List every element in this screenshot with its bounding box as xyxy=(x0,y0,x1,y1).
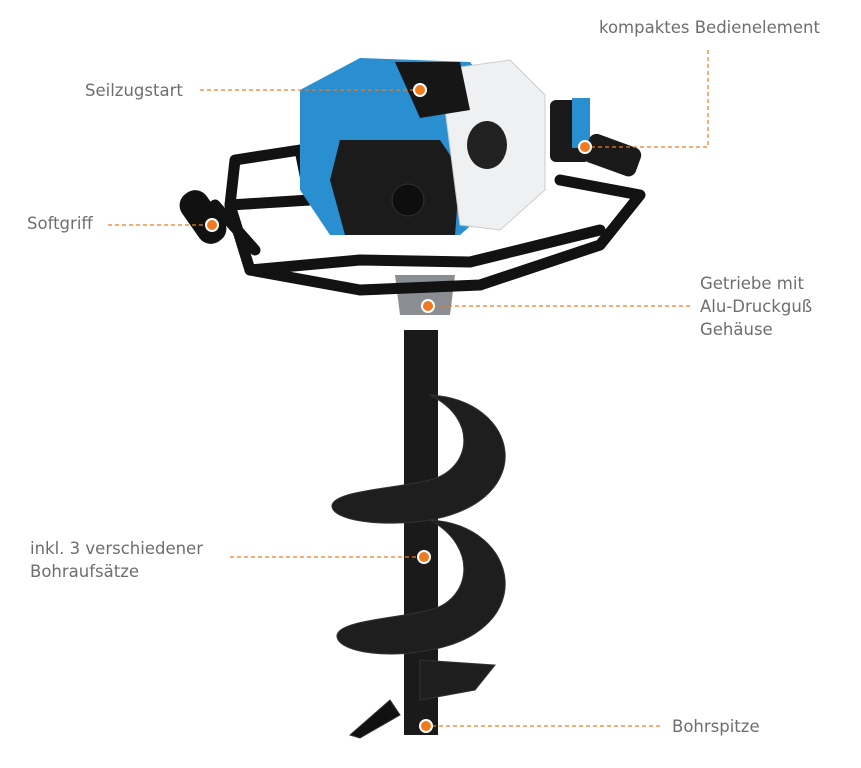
label-control: kompaktes Bedienelement xyxy=(599,16,820,39)
callout-dot-pull-start xyxy=(413,83,427,97)
label-line: Getriebe mit xyxy=(700,274,804,293)
callout-dot-drill-bits xyxy=(417,550,431,564)
label-line: Alu-Druckguß xyxy=(700,297,813,316)
label-soft-grip: Softgriff xyxy=(27,212,93,235)
callout-dot-gearbox xyxy=(421,299,435,313)
label-line: Softgriff xyxy=(27,214,93,233)
callout-dots xyxy=(205,83,592,733)
auger-flights xyxy=(331,394,506,739)
tank-cap xyxy=(467,121,507,169)
callout-dot-drill-tip xyxy=(419,719,433,733)
starter-cover xyxy=(330,140,460,235)
label-line: Bohrspitze xyxy=(672,717,760,736)
label-gearbox: Getriebe mit Alu-Druckguß Gehäuse xyxy=(700,272,812,341)
leader-lines xyxy=(108,50,709,727)
label-drill-tip: Bohrspitze xyxy=(672,715,760,738)
label-line: inkl. 3 verschiedener xyxy=(30,539,203,558)
label-drill-bits: inkl. 3 verschiedener Bohraufsätze xyxy=(30,537,203,583)
label-line: Seilzugstart xyxy=(85,81,183,100)
label-line: Bohraufsätze xyxy=(30,562,140,581)
label-line: kompaktes Bedienelement xyxy=(599,18,820,37)
pull-start-housing xyxy=(395,62,470,118)
label-pull-start: Seilzugstart xyxy=(85,79,183,102)
callout-dot-soft-grip xyxy=(205,218,219,232)
callout-dot-control xyxy=(578,140,592,154)
label-line: Gehäuse xyxy=(700,320,773,339)
